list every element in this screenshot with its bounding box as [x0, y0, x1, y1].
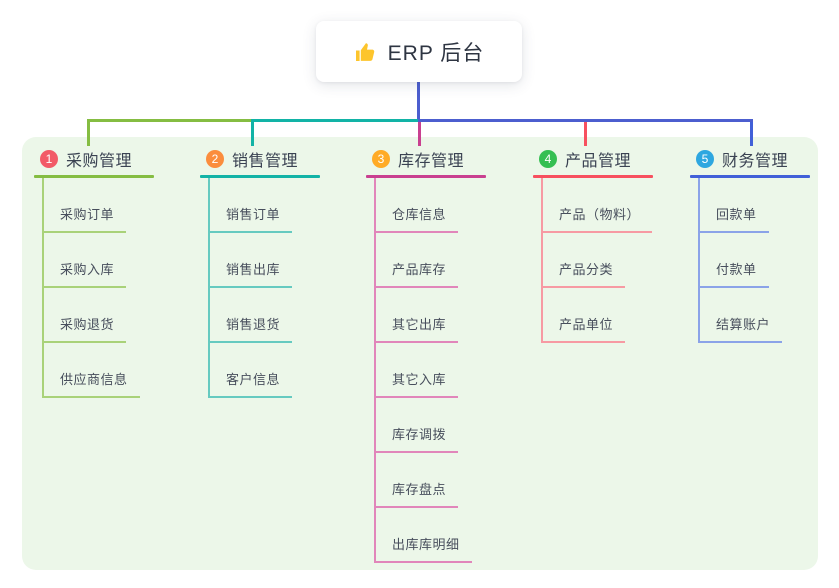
- branch-node-1[interactable]: 1 采购管理: [34, 146, 184, 171]
- child-node-label: 回款单: [698, 207, 769, 233]
- root-label: ERP 后台: [387, 41, 485, 65]
- thumbs-up-icon: [354, 40, 378, 64]
- branches-panel: [22, 137, 818, 570]
- child-node[interactable]: 采购入库: [42, 233, 184, 288]
- branch-label: 财务管理: [722, 152, 789, 170]
- branch-column: 3 库存管理仓库信息产品库存其它出库其它入库库存调拨库存盘点出库库明细: [366, 146, 516, 563]
- branch-underline: [200, 175, 320, 178]
- branch-underline: [533, 175, 653, 178]
- child-node-label: 产品（物料）: [541, 207, 653, 233]
- child-node[interactable]: 供应商信息: [42, 343, 184, 398]
- root-node[interactable]: ERP 后台: [316, 21, 522, 82]
- branch-label: 库存管理: [398, 152, 465, 170]
- branch-underline: [34, 175, 154, 178]
- child-node[interactable]: 库存调拨: [374, 398, 516, 453]
- child-node[interactable]: 销售退货: [208, 288, 350, 343]
- child-node[interactable]: 结算账户: [698, 288, 839, 343]
- branch-children: 销售订单销售出库销售退货客户信息: [200, 178, 350, 398]
- connector-line: [584, 119, 587, 146]
- connector-line: [418, 119, 753, 122]
- child-node-label: 供应商信息: [42, 372, 140, 398]
- connector-line: [251, 119, 254, 146]
- child-node[interactable]: 采购订单: [42, 178, 184, 233]
- child-node-label: 结算账户: [698, 317, 783, 343]
- child-node-label: 采购订单: [42, 207, 127, 233]
- child-node-label: 出库库明细: [374, 537, 472, 563]
- child-node[interactable]: 仓库信息: [374, 178, 516, 233]
- branch-number-badge: 3: [372, 149, 390, 168]
- child-node[interactable]: 回款单: [698, 178, 839, 233]
- branch-column: 1 采购管理采购订单采购入库采购退货供应商信息: [34, 146, 184, 398]
- child-node[interactable]: 付款单: [698, 233, 839, 288]
- branch-number-badge: 5: [696, 149, 714, 168]
- children-connector-line: [698, 178, 700, 341]
- child-node[interactable]: 库存盘点: [374, 453, 516, 508]
- child-node-label: 销售订单: [208, 207, 293, 233]
- child-node-label: 其它入库: [374, 372, 459, 398]
- connector-line: [87, 119, 90, 146]
- branch-node-4[interactable]: 4 产品管理: [533, 146, 683, 171]
- branch-column: 4 产品管理产品（物料） 产品分类产品单位: [533, 146, 683, 343]
- child-node[interactable]: 产品（物料）: [541, 178, 683, 233]
- connector-line: [417, 82, 420, 122]
- child-node[interactable]: 其它出库: [374, 288, 516, 343]
- branch-label: 采购管理: [66, 152, 133, 170]
- child-node[interactable]: 客户信息: [208, 343, 350, 398]
- connector-line: [750, 119, 753, 146]
- branch-children: 采购订单采购入库采购退货供应商信息: [34, 178, 184, 398]
- child-node[interactable]: 采购退货: [42, 288, 184, 343]
- branch-children: 产品（物料） 产品分类产品单位: [533, 178, 683, 343]
- child-node[interactable]: 产品单位: [541, 288, 683, 343]
- branch-underline: [366, 175, 486, 178]
- child-node-label: 采购入库: [42, 262, 127, 288]
- child-node-label: 销售退货: [208, 317, 293, 343]
- child-node[interactable]: 销售出库: [208, 233, 350, 288]
- connector-line: [418, 119, 421, 146]
- branch-children: 仓库信息产品库存其它出库其它入库库存调拨库存盘点出库库明细: [366, 178, 516, 563]
- child-node[interactable]: 其它入库: [374, 343, 516, 398]
- branch-children: 回款单付款单结算账户: [690, 178, 839, 343]
- branch-label: 销售管理: [232, 152, 299, 170]
- child-node-label: 销售出库: [208, 262, 293, 288]
- children-connector-line: [42, 178, 44, 396]
- children-connector-line: [541, 178, 543, 341]
- child-node-label: 采购退货: [42, 317, 127, 343]
- branch-column: 5 财务管理回款单付款单结算账户: [690, 146, 839, 343]
- connector-line: [251, 119, 418, 122]
- branch-number-badge: 4: [539, 149, 557, 168]
- branch-number-badge: 1: [40, 149, 58, 168]
- child-node-label: 仓库信息: [374, 207, 459, 233]
- child-node-label: 产品分类: [541, 262, 626, 288]
- child-node-label: 其它出库: [374, 317, 459, 343]
- branch-node-5[interactable]: 5 财务管理: [690, 146, 839, 171]
- branch-label: 产品管理: [565, 152, 632, 170]
- branch-node-2[interactable]: 2 销售管理: [200, 146, 350, 171]
- child-node-label: 产品库存: [374, 262, 459, 288]
- branch-column: 2 销售管理销售订单销售出库销售退货客户信息: [200, 146, 350, 398]
- connector-line: [87, 119, 251, 122]
- branch-node-3[interactable]: 3 库存管理: [366, 146, 516, 171]
- children-connector-line: [374, 178, 376, 561]
- child-node-label: 库存盘点: [374, 482, 459, 508]
- child-node[interactable]: 销售订单: [208, 178, 350, 233]
- child-node-label: 客户信息: [208, 372, 293, 398]
- child-node[interactable]: 产品库存: [374, 233, 516, 288]
- child-node-label: 产品单位: [541, 317, 626, 343]
- branch-number-badge: 2: [206, 149, 224, 168]
- child-node[interactable]: 出库库明细: [374, 508, 516, 563]
- children-connector-line: [208, 178, 210, 396]
- branch-underline: [690, 175, 810, 178]
- child-node-label: 付款单: [698, 262, 769, 288]
- child-node[interactable]: 产品分类: [541, 233, 683, 288]
- child-node-label: 库存调拨: [374, 427, 459, 453]
